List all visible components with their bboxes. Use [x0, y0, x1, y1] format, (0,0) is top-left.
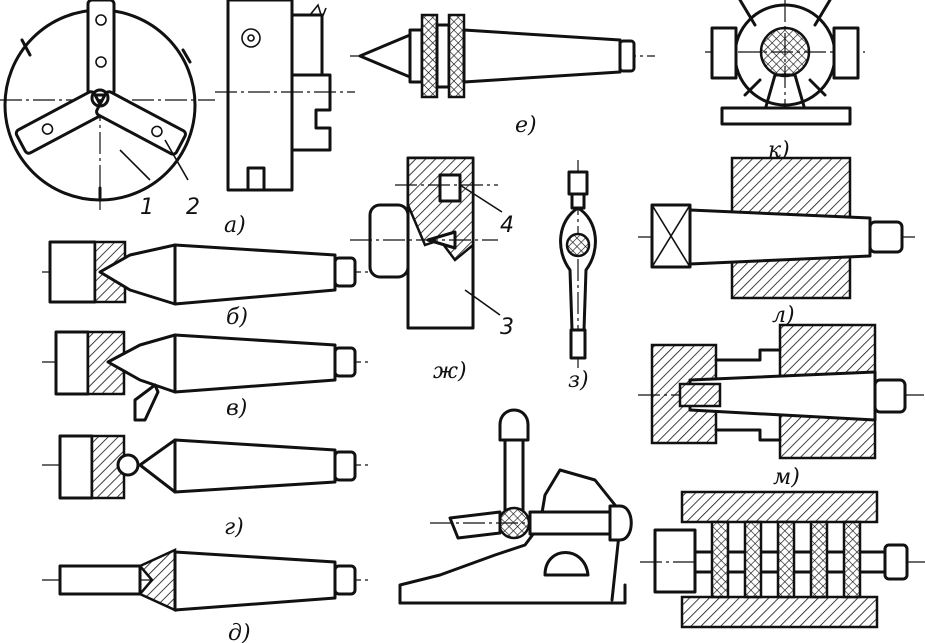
center-v — [42, 330, 372, 422]
figure-label-v: в) — [226, 396, 247, 421]
figure-label-a: а) — [224, 213, 246, 238]
figure-label-e: е) — [515, 113, 537, 138]
mandrel — [638, 323, 925, 460]
chuck-front-view — [0, 0, 215, 210]
adapter-sleeve — [638, 156, 915, 300]
driving-dog — [559, 160, 597, 368]
center-g — [42, 434, 372, 500]
figure-label-b: б) — [226, 305, 248, 330]
rotating-center — [350, 13, 655, 99]
callout-4: 4 — [500, 213, 514, 238]
figure-label-d: д) — [228, 621, 251, 643]
figure-label-zh: ж) — [433, 359, 467, 384]
center-d — [42, 548, 372, 612]
chuck-side-view — [215, 0, 355, 192]
steady-rest — [398, 408, 633, 605]
figure-label-z: з) — [568, 368, 589, 393]
expanding-arbor — [640, 490, 925, 629]
callout-2: 2 — [186, 195, 200, 220]
callout-1: 1 — [140, 195, 154, 220]
figure-label-g: г) — [224, 515, 244, 540]
figure-label-m: м) — [773, 465, 800, 490]
center-b — [42, 240, 372, 306]
callout-3: 3 — [500, 315, 514, 340]
multi-jaw-fixture — [705, 0, 865, 126]
figure-label-l: л) — [772, 303, 795, 328]
faceplate-center — [350, 156, 503, 330]
